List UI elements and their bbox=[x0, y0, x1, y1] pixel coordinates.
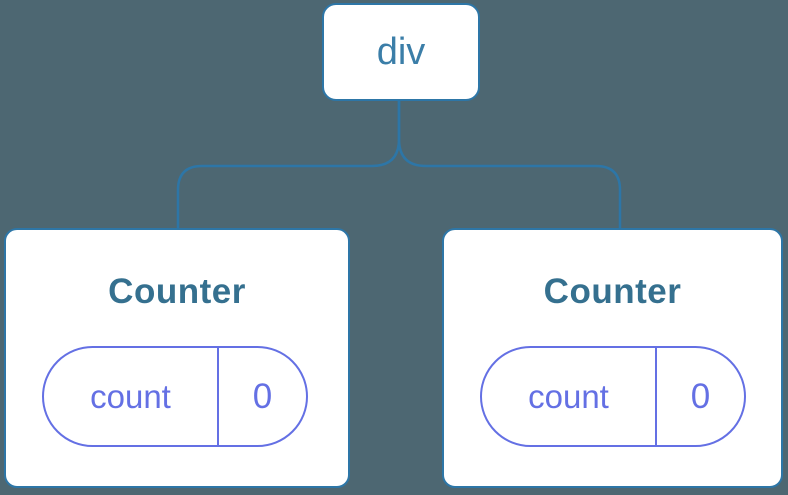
root-node-label: div bbox=[376, 30, 426, 73]
state-pill: count 0 bbox=[42, 346, 308, 447]
counter-node-left: Counter count 0 bbox=[4, 228, 350, 488]
counter-node-right: Counter count 0 bbox=[442, 228, 783, 488]
counter-title: Counter bbox=[108, 272, 246, 311]
connector-right-branch bbox=[397, 101, 622, 229]
state-value: 0 bbox=[252, 376, 273, 416]
connector-left-branch bbox=[176, 101, 401, 229]
counter-title: Counter bbox=[543, 272, 682, 311]
state-value: 0 bbox=[690, 376, 711, 416]
root-node-div: div bbox=[322, 3, 480, 101]
state-key: count bbox=[482, 348, 657, 445]
state-pill: count 0 bbox=[480, 346, 746, 447]
state-key: count bbox=[44, 348, 219, 445]
